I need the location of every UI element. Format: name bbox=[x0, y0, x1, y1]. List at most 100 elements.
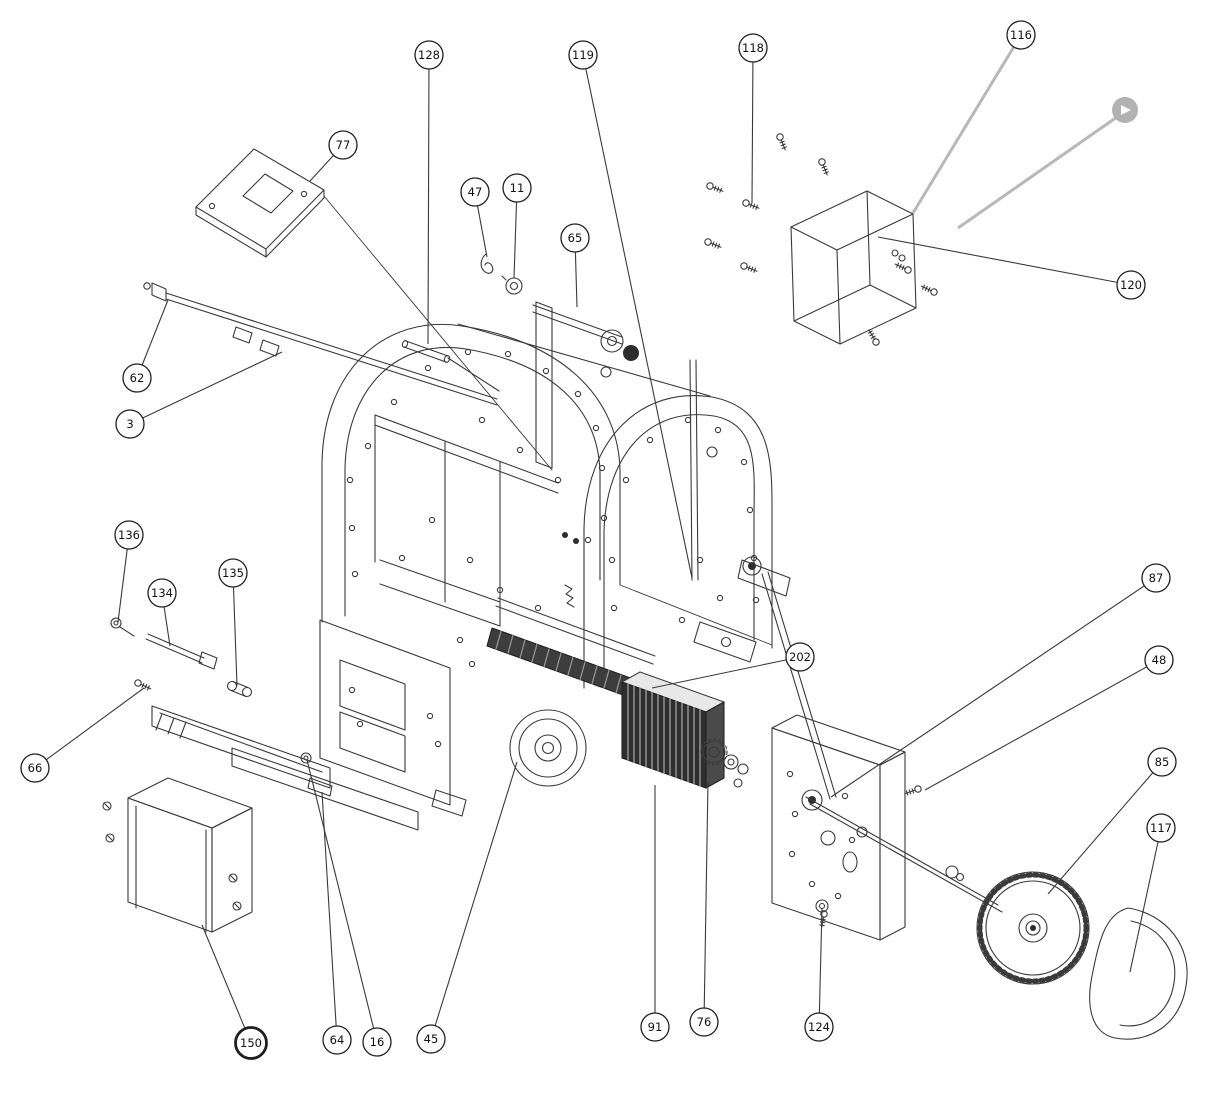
callout-balloon bbox=[122, 363, 152, 393]
leader-line bbox=[1129, 841, 1159, 973]
callout-balloon bbox=[689, 1007, 719, 1037]
callout-number: 66 bbox=[28, 761, 43, 775]
callout-85: 85 bbox=[1047, 747, 1177, 895]
tension-bracket bbox=[693, 556, 837, 800]
callout-202: 202 bbox=[651, 642, 815, 689]
callout-128: 128 bbox=[414, 40, 444, 345]
left-hardware bbox=[110, 617, 253, 698]
leader-line bbox=[830, 585, 1145, 798]
leader-line bbox=[141, 299, 169, 366]
watermark-layer bbox=[957, 97, 1138, 230]
callout-136: 136 bbox=[114, 520, 144, 623]
callout-balloon bbox=[414, 40, 444, 70]
frame-arch-rear bbox=[457, 323, 773, 689]
callout-116: 116 bbox=[911, 20, 1036, 214]
leader-line bbox=[513, 201, 518, 279]
right-side-plate bbox=[771, 714, 906, 941]
callout-66: 66 bbox=[20, 687, 145, 783]
callout-62: 62 bbox=[122, 299, 169, 393]
leader-line bbox=[45, 687, 145, 761]
leader-line bbox=[651, 659, 787, 689]
callout-number: 134 bbox=[151, 586, 173, 600]
leader-line bbox=[201, 924, 246, 1029]
callout-number: 16 bbox=[370, 1035, 385, 1049]
callout-number: 3 bbox=[126, 417, 133, 431]
leader-line bbox=[309, 154, 334, 182]
callout-47: 47 bbox=[460, 177, 490, 258]
leader-line bbox=[117, 548, 128, 623]
callout-balloon bbox=[147, 578, 177, 608]
callout-balloon bbox=[1141, 563, 1171, 593]
callout-balloon bbox=[20, 753, 50, 783]
belt-guard bbox=[1089, 907, 1188, 1040]
junction-box bbox=[790, 190, 917, 345]
callout-number: 77 bbox=[336, 138, 351, 152]
callout-120: 120 bbox=[877, 236, 1146, 300]
callout-number: 202 bbox=[789, 650, 811, 664]
callout-3: 3 bbox=[115, 351, 283, 439]
watermark-leader-line bbox=[957, 115, 1118, 230]
leader-line bbox=[877, 236, 1118, 283]
callout-118: 118 bbox=[738, 33, 768, 204]
leader-line bbox=[232, 586, 238, 687]
callout-balloon bbox=[328, 130, 358, 160]
callout-65: 65 bbox=[560, 223, 590, 308]
leader-line bbox=[427, 68, 430, 345]
spring-hook-icon bbox=[480, 253, 494, 274]
callout-number: 124 bbox=[808, 1020, 830, 1034]
leader-line bbox=[434, 761, 518, 1026]
callout-number: 48 bbox=[1152, 653, 1167, 667]
machine-line-art bbox=[102, 132, 1188, 1040]
base-rails bbox=[151, 705, 419, 831]
leader-line bbox=[477, 205, 488, 258]
leader-line bbox=[163, 606, 171, 647]
leader-line bbox=[1047, 772, 1154, 895]
idler-roller bbox=[509, 709, 587, 787]
callout-balloon bbox=[502, 173, 532, 203]
callout-number: 87 bbox=[1149, 571, 1164, 585]
callout-number: 62 bbox=[130, 371, 145, 385]
callout-number: 135 bbox=[222, 566, 244, 580]
callout-balloon bbox=[1006, 20, 1036, 50]
leader-line bbox=[142, 351, 283, 419]
callout-134: 134 bbox=[147, 578, 177, 647]
callout-91: 91 bbox=[640, 785, 670, 1042]
leader-line bbox=[703, 781, 709, 1009]
callout-76: 76 bbox=[689, 781, 719, 1037]
callout-number: 45 bbox=[424, 1032, 439, 1046]
callout-number: 136 bbox=[118, 528, 140, 542]
callout-87: 87 bbox=[830, 563, 1171, 798]
leader-line bbox=[585, 68, 693, 579]
slide-channel bbox=[532, 301, 639, 469]
callout-balloon bbox=[362, 1027, 392, 1057]
leader-line bbox=[574, 251, 578, 308]
callout-balloon bbox=[804, 1012, 834, 1042]
callout-number: 119 bbox=[572, 48, 594, 62]
callout-balloon bbox=[738, 33, 768, 63]
callout-balloon bbox=[1144, 645, 1174, 675]
feed-track bbox=[486, 597, 665, 709]
motor bbox=[621, 671, 725, 789]
top-bracket-plate bbox=[195, 148, 553, 471]
callout-45: 45 bbox=[416, 761, 518, 1054]
callout-number: 65 bbox=[568, 231, 583, 245]
plate-holes bbox=[346, 348, 856, 900]
callout-balloon bbox=[1147, 747, 1177, 777]
callout-150: 150 bbox=[201, 924, 268, 1060]
watermark-badge bbox=[1112, 97, 1138, 123]
bushing bbox=[501, 275, 523, 295]
callout-balloon bbox=[785, 642, 815, 672]
pin-rod bbox=[401, 340, 500, 392]
callout-119: 119 bbox=[568, 40, 693, 579]
fasteners bbox=[133, 132, 939, 929]
callout-number: 120 bbox=[1120, 278, 1142, 292]
callout-number: 116 bbox=[1010, 28, 1032, 42]
callout-balloon bbox=[218, 558, 248, 588]
callout-number: 85 bbox=[1155, 755, 1170, 769]
callout-135: 135 bbox=[218, 558, 248, 687]
guide-rod bbox=[143, 282, 498, 406]
leader-line bbox=[911, 46, 1016, 214]
cursor-icon bbox=[1121, 105, 1131, 115]
